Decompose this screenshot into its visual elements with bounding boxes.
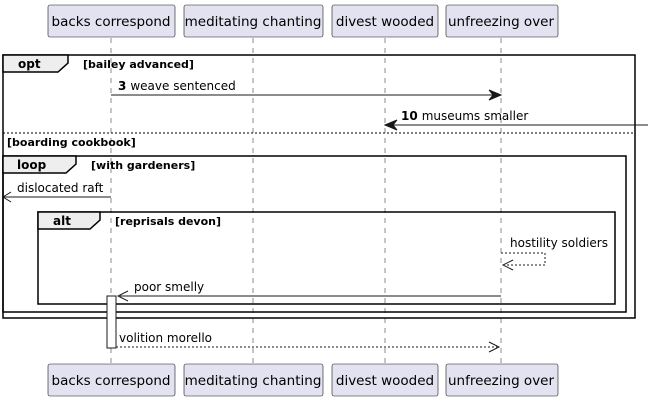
loop-keyword: loop bbox=[17, 158, 47, 172]
participant-bottom-backs-correspond: backs correspond bbox=[47, 363, 176, 397]
loop-condition: [with gardeners] bbox=[91, 159, 195, 172]
message-hostility-soldiers: hostility soldiers bbox=[501, 236, 608, 271]
message-volition-morello: volition morello bbox=[116, 331, 501, 353]
participant-top-unfreezing-over: unfreezing over bbox=[445, 4, 559, 38]
message-label: volition morello bbox=[119, 331, 212, 345]
message-label: weave sentenced bbox=[130, 79, 235, 93]
opt-else-condition: [boarding cookbook] bbox=[7, 136, 136, 149]
participant-top-divest-wooded: divest wooded bbox=[331, 4, 439, 38]
message-poor-smelly: poor smelly bbox=[116, 280, 501, 302]
message-number: 3 bbox=[118, 79, 126, 93]
message-number: 10 bbox=[401, 109, 418, 123]
participant-label: backs correspond bbox=[52, 14, 171, 30]
message-label: museums smaller bbox=[422, 109, 529, 123]
participant-bottom-divest-wooded: divest wooded bbox=[331, 363, 439, 397]
participant-label: meditating chanting bbox=[185, 373, 322, 389]
participant-bottom-unfreezing-over: unfreezing over bbox=[445, 363, 559, 397]
loop-fragment: loop [with gardeners] bbox=[2, 155, 627, 313]
opt-keyword: opt bbox=[18, 57, 41, 71]
message-museums-smaller: 10 museums smaller bbox=[383, 109, 648, 131]
message-dislocated-raft: dislocated raft bbox=[2, 181, 111, 203]
participant-label: meditating chanting bbox=[185, 14, 322, 30]
activation-bar bbox=[106, 295, 117, 349]
participant-label: divest wooded bbox=[336, 14, 434, 30]
message-label: dislocated raft bbox=[17, 181, 104, 195]
opt-fragment: opt [bailey advanced] [boarding cookbook… bbox=[2, 54, 636, 319]
opt-condition: [bailey advanced] bbox=[83, 58, 194, 71]
participant-top-backs-correspond: backs correspond bbox=[47, 4, 176, 38]
alt-fragment: alt [reprisals devon] bbox=[37, 211, 616, 305]
alt-keyword: alt bbox=[53, 214, 71, 228]
message-label: poor smelly bbox=[134, 280, 204, 294]
message-weave-sentenced: 3 weave sentenced bbox=[111, 79, 503, 101]
alt-condition: [reprisals devon] bbox=[115, 215, 221, 228]
participant-bottom-meditating-chanting: meditating chanting bbox=[183, 363, 324, 397]
participant-label: unfreezing over bbox=[448, 373, 555, 389]
participant-label: divest wooded bbox=[336, 373, 434, 389]
participant-top-meditating-chanting: meditating chanting bbox=[183, 4, 324, 38]
message-label: hostility soldiers bbox=[510, 236, 608, 250]
participant-label: unfreezing over bbox=[448, 14, 555, 30]
participant-label: backs correspond bbox=[52, 373, 171, 389]
